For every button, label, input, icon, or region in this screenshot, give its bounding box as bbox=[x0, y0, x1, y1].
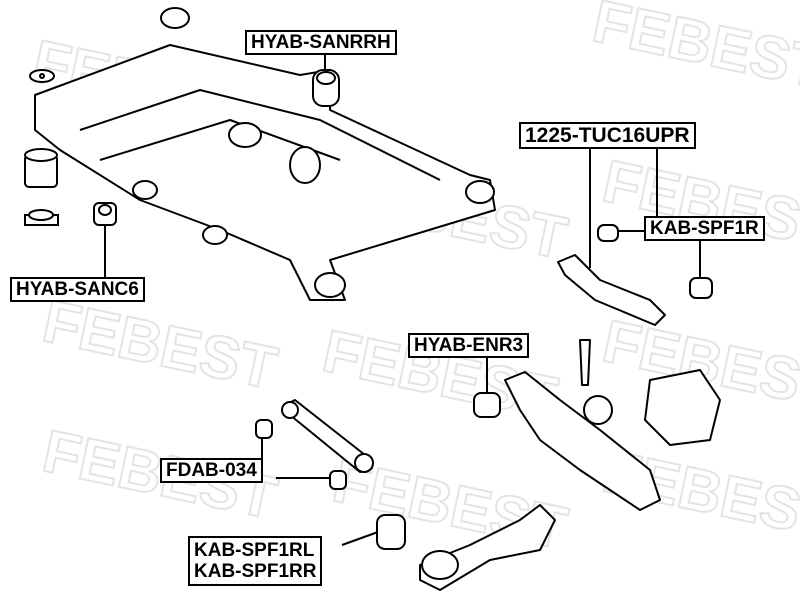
leader-lines bbox=[104, 53, 701, 546]
svg-text:FEBEST: FEBEST bbox=[587, 0, 800, 102]
label-hyab-enr3: HYAB-ENR3 bbox=[408, 333, 530, 358]
label-hyab-sanrrh: HYAB-SANRRH bbox=[245, 30, 397, 55]
label-1225-tuc16upr: 1225-TUC16UPR bbox=[519, 122, 696, 149]
label-hyab-sanc6: HYAB-SANC6 bbox=[10, 277, 145, 302]
label-kab-spf1r: KAB-SPF1R bbox=[644, 216, 765, 241]
label-kab-spf1rl-rr: KAB-SPF1RL KAB-SPF1RR bbox=[188, 536, 323, 586]
control-arms bbox=[281, 254, 721, 591]
label-kab-spf1rr: KAB-SPF1RR bbox=[194, 561, 317, 582]
svg-text:FEBEST: FEBEST bbox=[37, 287, 282, 402]
bushings bbox=[24, 69, 713, 550]
label-kab-spf1rl: KAB-SPF1RL bbox=[194, 540, 315, 561]
svg-text:FEBEST: FEBEST bbox=[597, 147, 800, 262]
rear-subframe bbox=[34, 7, 496, 301]
label-fdab-034: FDAB-034 bbox=[160, 458, 263, 483]
